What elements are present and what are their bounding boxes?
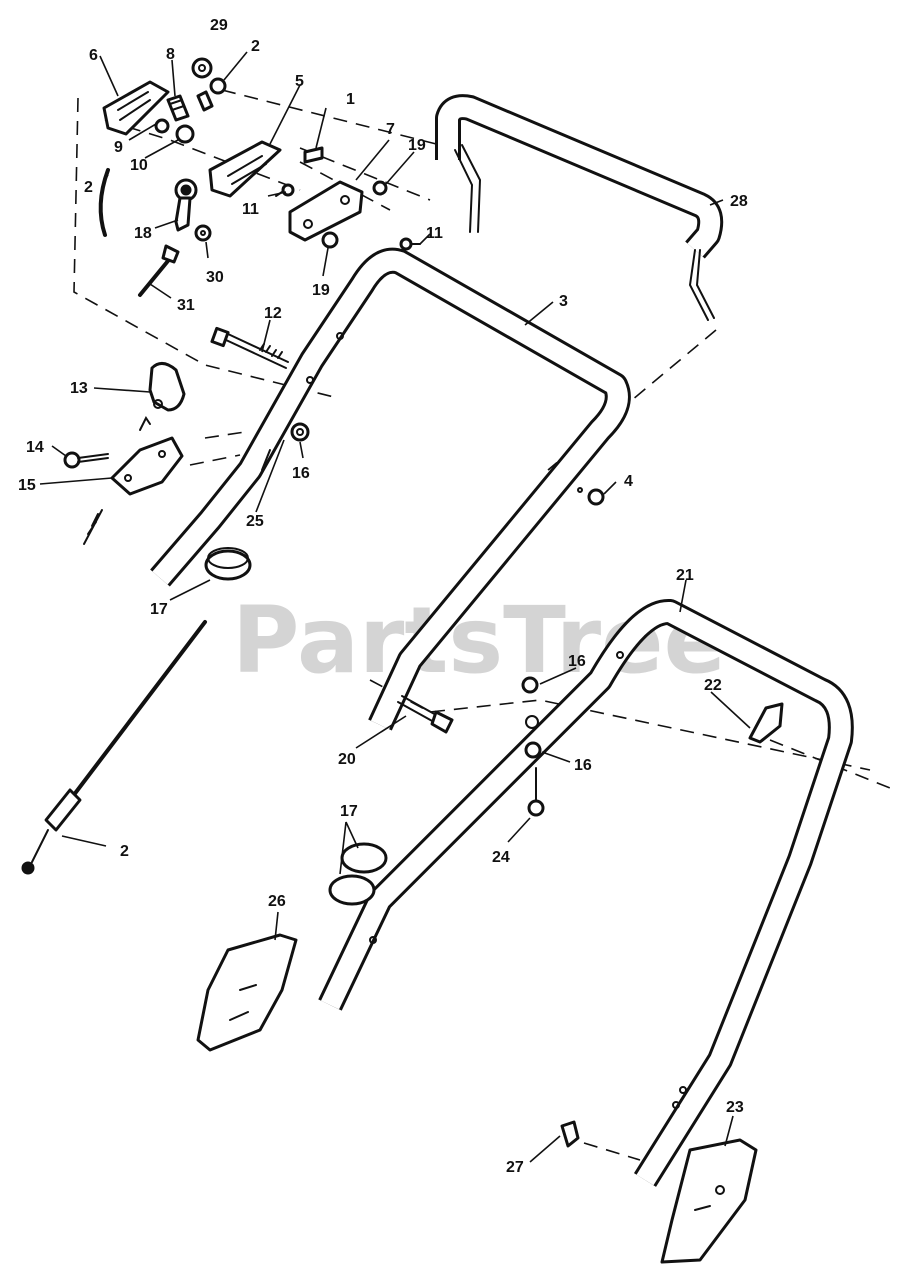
part-26-side-plate [196,933,298,1052]
label-part-31: 31 [177,297,195,314]
part-31-wire-sleeve [138,244,180,297]
part-13-knob [148,362,186,412]
label-part-16-b: 16 [568,653,586,670]
part-29-nut [191,57,213,79]
label-part-12: 12 [264,305,282,322]
part-30-nut [194,224,212,242]
label-part-25: 25 [246,513,264,530]
part-4-nut [587,488,605,506]
label-part-11-a: 11 [242,201,259,218]
part-21-lower-handle [318,599,854,1187]
leader-lines [39,51,751,1163]
label-part-15: 15 [18,477,36,494]
part-17-clamp-upper [204,547,252,581]
spring-bolt [83,509,103,545]
label-part-11-b: 11 [426,225,443,242]
part-2-cable-end-fitting [196,77,227,112]
part-9-ball [154,118,170,134]
part-28-control-bail [435,94,724,321]
label-part-16-c: 16 [574,757,592,774]
part-19-nut-b [321,231,339,249]
label-part-28: 28 [730,193,748,210]
part-11-screw-b [399,237,421,251]
part-23-side-plate [660,1138,758,1264]
label-part-10: 10 [130,157,148,174]
label-part-21: 21 [676,567,694,584]
label-part-17-a: 17 [150,601,168,618]
label-part-23: 23 [726,1099,744,1116]
part-25-pin [261,449,271,471]
label-part-17-b: 17 [340,803,358,820]
label-part-13: 13 [70,380,88,397]
label-part-27: 27 [506,1159,524,1176]
part-16-nut-a [290,422,310,442]
label-part-2-lower: 2 [120,843,129,860]
label-part-3: 3 [559,293,568,310]
part-14-bolt [63,451,109,469]
part-2-cable-upper [98,168,110,237]
part-17-clamp-lower-a [340,842,388,874]
label-part-2-cable: 2 [84,179,93,196]
label-part-19-b: 19 [312,282,330,299]
label-part-5: 5 [295,73,304,90]
label-part-22: 22 [704,677,722,694]
watermark: PartsTree [232,587,726,694]
part-19-nut-a [372,180,388,196]
part-3-upper-handle [150,247,631,731]
part-27-clip [560,1120,580,1148]
part-16-nut-b [521,676,539,694]
label-part-9: 9 [114,139,123,156]
part-22-bracket [748,702,784,744]
label-part-2-top: 2 [251,38,260,55]
label-part-16-a: 16 [292,465,310,482]
label-part-8: 8 [166,46,175,63]
part-18-control-lever [174,178,198,232]
part-24-eyebolt [527,767,545,817]
callout-labels: 1 2 2 2 3 4 5 6 7 8 9 10 11 11 12 13 14 … [18,17,748,1176]
part-5-control-cover [208,140,282,198]
label-part-7: 7 [386,121,395,138]
part-12-bolt [210,326,289,369]
label-part-29: 29 [210,17,228,34]
label-part-24: 24 [492,849,510,866]
label-part-19-a: 19 [408,137,426,154]
label-part-4: 4 [624,473,633,490]
label-part-26: 26 [268,893,286,910]
part-1-clip [303,146,324,164]
washer [525,715,539,729]
part-20-bolt [397,695,454,734]
label-part-14: 14 [26,439,44,456]
part-6-control-housing [102,80,170,136]
part-2-cable-lower [21,620,207,875]
label-part-30: 30 [206,269,224,286]
part-17-clamp-lower-b [328,874,376,906]
label-part-1: 1 [346,91,355,108]
part-8-spring [166,94,190,122]
part-15-bracket [110,416,184,496]
label-part-20: 20 [338,751,356,768]
label-part-18: 18 [134,225,152,242]
part-16-nut-c [524,741,542,759]
label-part-6: 6 [89,47,98,64]
part-10-washer [175,124,195,144]
part-7-control-block [288,180,364,242]
